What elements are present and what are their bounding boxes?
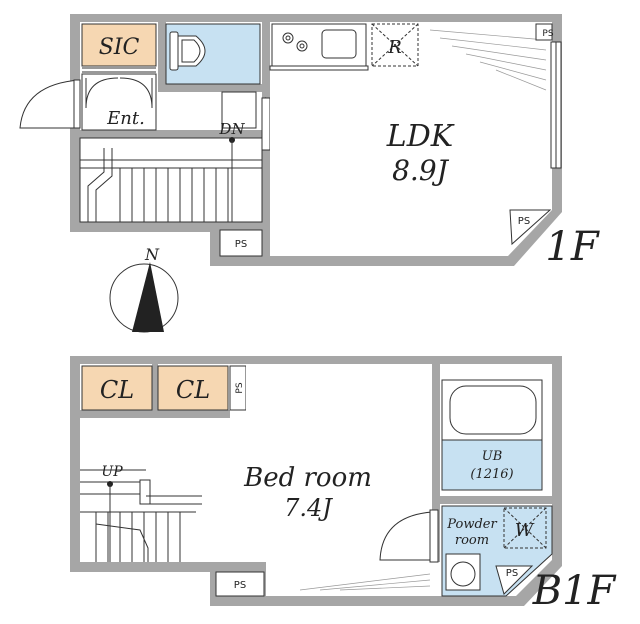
bathtub-icon	[449, 385, 537, 435]
unit-bath-size: (1216)	[470, 467, 513, 482]
bedroom-window-area	[299, 573, 431, 591]
stairs-down-label: DN	[218, 120, 245, 138]
entrance-label: Ent.	[106, 108, 145, 129]
entrance-door	[19, 79, 81, 129]
fridge-label: R	[387, 37, 402, 58]
staircase-b1f	[80, 469, 202, 562]
closet-2	[157, 365, 229, 411]
ps-box-1f-ldk	[509, 209, 552, 246]
unit-bath-label: UB	[482, 449, 503, 464]
sink-icon	[321, 29, 357, 59]
stairs-up-label: UP	[101, 464, 123, 480]
staircase-1f	[79, 137, 263, 223]
closet-2-label: CL	[176, 376, 210, 404]
ps-label: PS	[235, 382, 245, 393]
powder-room-door	[379, 509, 439, 563]
fridge-space	[371, 23, 419, 67]
compass: N	[109, 245, 179, 333]
ps-label: PS	[234, 580, 246, 591]
washer-space	[503, 507, 547, 549]
floor-1-label: 1F	[545, 224, 599, 270]
stove-icon	[282, 32, 308, 52]
ldk-label: LDK	[386, 119, 455, 154]
ps-label: PS	[542, 29, 553, 39]
closet-1-label: CL	[100, 376, 134, 404]
ps-label: PS	[235, 239, 247, 250]
unit-bath	[441, 439, 543, 491]
floor-b1-plan: CL CL PS UP	[70, 356, 617, 614]
powder-room-label-line2: room	[455, 533, 489, 548]
kitchen-counter	[271, 23, 367, 67]
bedroom-label: Bed room	[243, 463, 372, 493]
entrance	[81, 73, 157, 131]
floor-1-plan: PS SIC Ent.	[19, 14, 600, 270]
ldk-window-area	[429, 29, 547, 91]
sic-room	[81, 23, 157, 67]
ps-box-1f-hall	[219, 229, 263, 257]
bedroom-size: 7.4J	[284, 494, 333, 522]
floor-b1-label: B1F	[532, 568, 617, 614]
compass-north-label: N	[144, 245, 160, 264]
powder-room-label-line1: Powder	[446, 517, 497, 532]
ldk-east-window	[550, 41, 562, 169]
ldk-size: 8.9J	[392, 154, 450, 187]
closet-1	[81, 365, 153, 411]
ps-label: PS	[518, 216, 530, 227]
washer-label: W	[515, 520, 535, 541]
toilet-icon	[169, 31, 206, 71]
sic-label: SIC	[99, 35, 140, 60]
ldk-west-wall	[262, 22, 270, 98]
north-arrow-icon	[132, 262, 164, 332]
ps-label: PS	[506, 568, 518, 579]
